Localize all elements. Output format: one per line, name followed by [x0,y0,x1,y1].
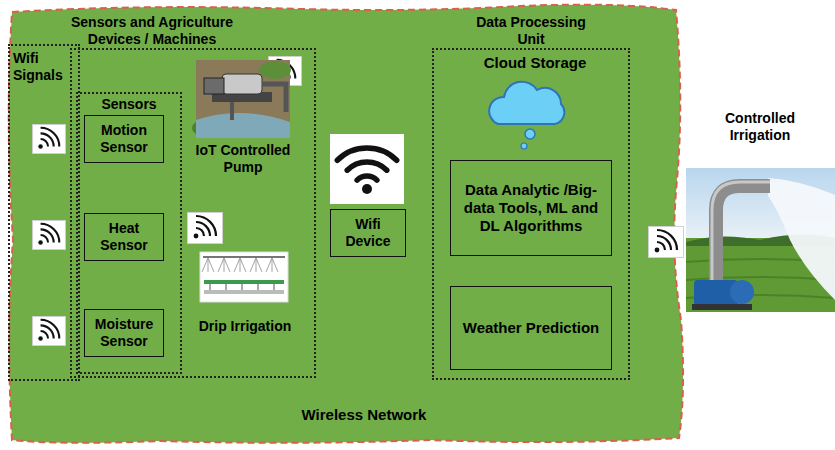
label-holder: IoT Controlled Pump [183,142,303,176]
label-holder: Drip Irrigation [187,318,303,335]
heading-holder: Sensors [78,96,180,113]
cloud-icon [489,82,564,149]
text-label: Moisture Sensor [91,316,157,350]
wifi-icon [33,220,66,249]
caption-label: Drip Irrigation [187,318,303,335]
text-label: Data Processing Unit [466,14,596,48]
pump-illustration [192,60,291,138]
component-box: Heat Sensor [84,213,164,261]
caption-label: Controlled Irrigation [700,110,820,144]
component-box: Motion Sensor [84,115,164,163]
text-label: Weather Prediction [463,319,599,337]
text-label: Heat Sensor [91,220,157,254]
heading-holder: Sensors and Agriculture Devices / Machin… [52,14,252,48]
component-box: Data Analytic /Big-data Tools, ML and DL… [450,160,612,256]
wifi-icon [33,124,66,153]
group-box: SensorsMotion SensorHeat SensorMoisture … [76,92,182,374]
component-box: Weather Prediction [450,286,612,370]
region-shape [9,5,683,443]
wifi-device-icon [330,134,404,204]
text-label: Wifi Device [337,216,399,250]
component-box: Wifi Device [330,209,406,257]
caption-label: IoT Controlled Pump [183,142,303,176]
component-box: Moisture Sensor [84,309,164,357]
text-label: Data Analytic /Big-data Tools, ML and DL… [457,181,605,235]
label-holder: Controlled Irrigation [700,110,820,144]
wifi-icon [649,227,684,258]
heading-holder: Wifi Signals [13,50,73,84]
text-label: Sensors [78,96,180,113]
caption-label: Cloud Storage [455,54,615,72]
text-label: Wireless Network [284,406,444,424]
text-label: Sensors and Agriculture Devices / Machin… [52,14,252,48]
wifi-icon [33,316,66,345]
drip-irrigation-illustration [200,252,288,302]
text-label: Wifi Signals [13,50,73,84]
irrigation-photo [686,168,835,312]
wifi-icon [188,213,223,244]
heading-holder: Wireless Network [284,406,444,424]
text-label: Motion Sensor [91,122,157,156]
label-holder: Cloud Storage [455,54,615,72]
heading-holder: Data Processing Unit [466,14,596,48]
